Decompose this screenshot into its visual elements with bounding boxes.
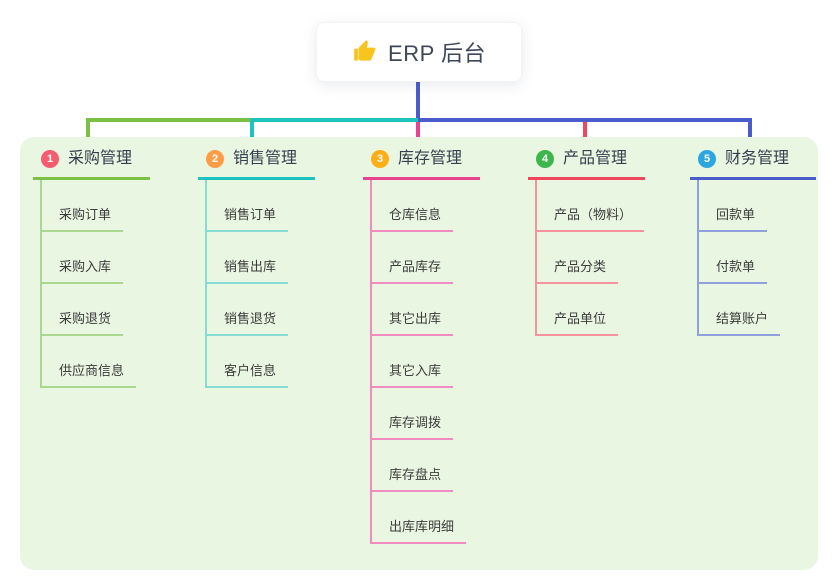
branch-label: 产品管理 — [563, 150, 628, 167]
branch-header-4[interactable]: 4 产品管理 — [528, 147, 645, 180]
branches-panel: 1 采购管理采购订单采购入库采购退货供应商信息 2 销售管理销售订单销售出库销售退货客… — [20, 137, 818, 570]
child-node[interactable]: 产品分类 — [537, 232, 619, 284]
connector-line — [418, 118, 752, 122]
child-node[interactable]: 仓库信息 — [372, 180, 454, 232]
child-node[interactable]: 结算账户 — [699, 284, 781, 336]
branch-label: 采购管理 — [68, 150, 133, 167]
child-node[interactable]: 产品（物料） — [537, 180, 645, 232]
child-node[interactable]: 采购退货 — [42, 284, 124, 336]
child-node[interactable]: 产品库存 — [372, 232, 454, 284]
branch-index-badge: 3 — [371, 150, 389, 168]
connector-line — [86, 118, 90, 152]
branch-header-5[interactable]: 5 财务管理 — [690, 147, 816, 180]
child-node[interactable]: 其它出库 — [372, 284, 454, 336]
child-node[interactable]: 采购订单 — [42, 180, 124, 232]
branch-node-1: 1 采购管理采购订单采购入库采购退货供应商信息 — [33, 147, 150, 388]
branch-label: 财务管理 — [725, 150, 790, 167]
child-node[interactable]: 销售退货 — [207, 284, 289, 336]
child-node[interactable]: 库存调拨 — [372, 388, 454, 440]
child-node[interactable]: 其它入库 — [372, 336, 454, 388]
connector-line — [86, 118, 252, 122]
branch-header-3[interactable]: 3 库存管理 — [363, 147, 480, 180]
branch-children: 产品（物料）产品分类产品单位 — [535, 180, 645, 336]
child-node[interactable]: 供应商信息 — [42, 336, 137, 388]
root-title: ERP 后台 — [388, 41, 486, 66]
branch-index-badge: 4 — [536, 150, 554, 168]
branch-node-3: 3 库存管理仓库信息产品库存其它出库其它入库库存调拨库存盘点出库库明细 — [363, 147, 480, 544]
child-node[interactable]: 采购入库 — [42, 232, 124, 284]
connector-line — [416, 82, 420, 120]
branch-label: 库存管理 — [398, 150, 463, 167]
branch-node-2: 2 销售管理销售订单销售出库销售退货客户信息 — [198, 147, 315, 388]
branch-header-1[interactable]: 1 采购管理 — [33, 147, 150, 180]
connector-line — [748, 118, 752, 152]
connector-line — [250, 118, 418, 122]
branch-children: 销售订单销售出库销售退货客户信息 — [205, 180, 315, 388]
branch-header-2[interactable]: 2 销售管理 — [198, 147, 315, 180]
child-node[interactable]: 回款单 — [699, 180, 768, 232]
child-node[interactable]: 出库库明细 — [372, 492, 467, 544]
branch-index-badge: 5 — [698, 150, 716, 168]
root-node[interactable]: ERP 后台 — [316, 22, 522, 82]
child-node[interactable]: 付款单 — [699, 232, 768, 284]
connector-line — [250, 118, 254, 152]
branch-node-4: 4 产品管理产品（物料）产品分类产品单位 — [528, 147, 645, 336]
child-node[interactable]: 客户信息 — [207, 336, 289, 388]
child-node[interactable]: 销售订单 — [207, 180, 289, 232]
branch-children: 采购订单采购入库采购退货供应商信息 — [40, 180, 150, 388]
branch-children: 回款单付款单结算账户 — [697, 180, 816, 336]
branch-children: 仓库信息产品库存其它出库其它入库库存调拨库存盘点出库库明细 — [370, 180, 480, 544]
thumbs-up-icon — [354, 40, 376, 61]
branch-label: 销售管理 — [233, 150, 298, 167]
branch-index-badge: 1 — [41, 150, 59, 168]
branch-index-badge: 2 — [206, 150, 224, 168]
child-node[interactable]: 库存盘点 — [372, 440, 454, 492]
branch-node-5: 5 财务管理回款单付款单结算账户 — [690, 147, 816, 336]
child-node[interactable]: 产品单位 — [537, 284, 619, 336]
child-node[interactable]: 销售出库 — [207, 232, 289, 284]
